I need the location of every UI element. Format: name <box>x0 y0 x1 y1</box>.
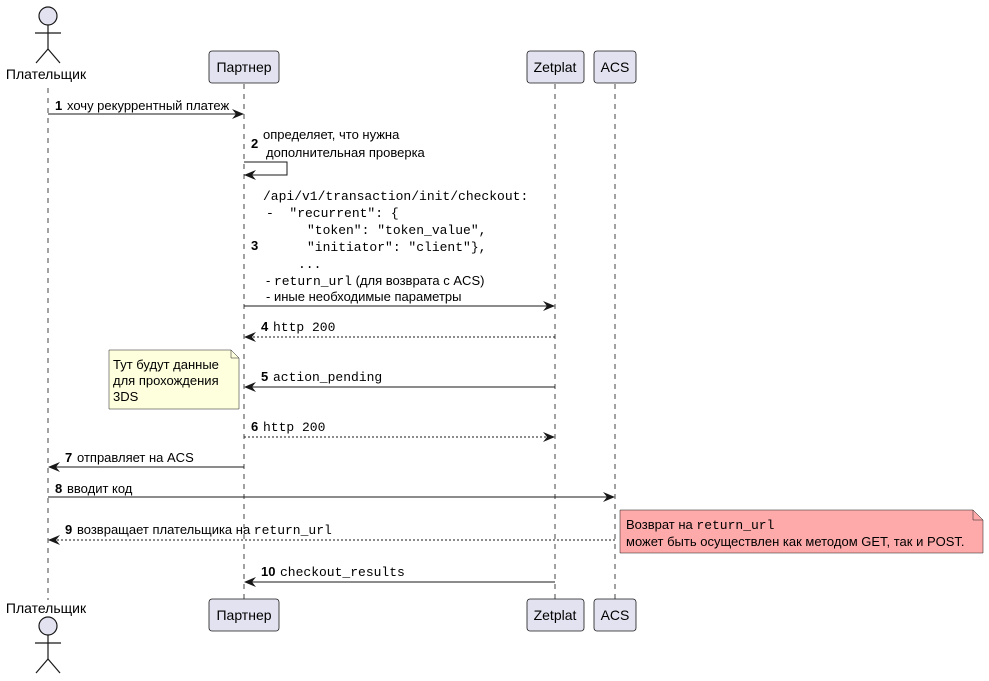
payer-actor-bottom[interactable]: Плательщик <box>6 600 87 674</box>
participant-label-zetplat: Zetplat <box>534 607 577 623</box>
participant-label-zetplat: Zetplat <box>534 59 577 75</box>
svg-text:8: 8 <box>55 481 62 496</box>
message-4: 4 http 200 <box>244 319 555 342</box>
message-10: 10 checkout_results <box>244 564 555 587</box>
note-return: Возврат на return_url может быть осущест… <box>619 509 984 554</box>
svg-text:определяет, что нужна: определяет, что нужна <box>263 127 400 142</box>
participant-acs-bottom[interactable]: ACS <box>593 598 637 632</box>
message-9: 9 возвращает плательщика на return_url <box>48 522 615 545</box>
svg-text:отправляет на ACS: отправляет на ACS <box>77 450 194 465</box>
svg-text:- "recurrent": {: - "recurrent": { <box>266 206 399 221</box>
actor-icon <box>35 6 61 64</box>
svg-text:4: 4 <box>261 319 269 334</box>
participant-label-partner: Партнер <box>216 59 271 75</box>
participant-zetplat-top[interactable]: Zetplat <box>526 50 585 84</box>
svg-text:Возврат на return_url: Возврат на return_url <box>626 517 775 533</box>
message-6: 6 http 200 <box>244 419 555 442</box>
svg-text:5: 5 <box>261 369 268 384</box>
svg-text:6: 6 <box>251 419 258 434</box>
svg-text:вводит код: вводит код <box>67 481 133 496</box>
note-3ds: Тут будут данные для прохождения 3DS <box>108 349 240 410</box>
participant-label-partner: Партнер <box>216 607 271 623</box>
message-7: 7 отправляет на ACS <box>48 450 244 472</box>
svg-text:хочу рекуррентный платеж: хочу рекуррентный платеж <box>67 98 230 113</box>
lifelines <box>47 84 616 600</box>
svg-text:Тут будут данные: Тут будут данные <box>113 357 219 372</box>
payer-actor-top[interactable]: Плательщик <box>6 6 87 82</box>
svg-text:checkout_results: checkout_results <box>280 565 405 580</box>
message-5: 5 action_pending <box>244 369 555 392</box>
svg-text:- иные необходимые параметры: - иные необходимые параметры <box>266 289 461 304</box>
svg-text:...: ... <box>298 257 321 272</box>
svg-text:http 200: http 200 <box>273 320 335 335</box>
svg-text:1: 1 <box>55 98 62 113</box>
svg-text:http 200: http 200 <box>263 420 325 435</box>
svg-text:9: 9 <box>65 522 72 537</box>
svg-text:10: 10 <box>261 564 275 579</box>
svg-text:для прохождения: для прохождения <box>113 373 219 388</box>
svg-text:/api/v1/transaction/init/check: /api/v1/transaction/init/checkout: <box>263 189 528 204</box>
message-3: 3 /api/v1/transaction/init/checkout: - "… <box>244 189 555 311</box>
svg-text:"initiator": "client"},: "initiator": "client"}, <box>307 240 486 255</box>
participant-label-acs: ACS <box>601 59 630 75</box>
svg-text:- return_url (для возврата с A: - return_url (для возврата с ACS) <box>266 273 484 289</box>
participant-partner-bottom[interactable]: Партнер <box>208 598 280 632</box>
message-2: 2 определяет, что нужна дополнительная п… <box>244 127 426 180</box>
svg-text:дополнительная проверка: дополнительная проверка <box>266 145 426 160</box>
message-8: 8 вводит код <box>48 481 615 502</box>
svg-text:3DS: 3DS <box>113 389 139 404</box>
participant-zetplat-bottom[interactable]: Zetplat <box>526 598 585 632</box>
svg-text:2: 2 <box>251 136 258 151</box>
participant-label-payer: Плательщик <box>6 600 87 616</box>
svg-text:action_pending: action_pending <box>273 370 382 385</box>
svg-text:может быть осуществлен как мет: может быть осуществлен как методом GET, … <box>626 534 965 549</box>
svg-text:"token": "token_value",: "token": "token_value", <box>307 223 486 238</box>
svg-text:возвращает плательщика на retu: возвращает плательщика на return_url <box>77 522 332 538</box>
svg-text:3: 3 <box>251 238 258 253</box>
svg-text:7: 7 <box>65 450 72 465</box>
message-1: 1 хочу рекуррентный платеж <box>48 98 244 119</box>
participant-label-acs: ACS <box>601 607 630 623</box>
participant-acs-top[interactable]: ACS <box>593 50 637 84</box>
actor-icon <box>35 616 61 674</box>
participant-label-payer: Плательщик <box>6 66 87 82</box>
participant-partner-top[interactable]: Партнер <box>208 50 280 84</box>
